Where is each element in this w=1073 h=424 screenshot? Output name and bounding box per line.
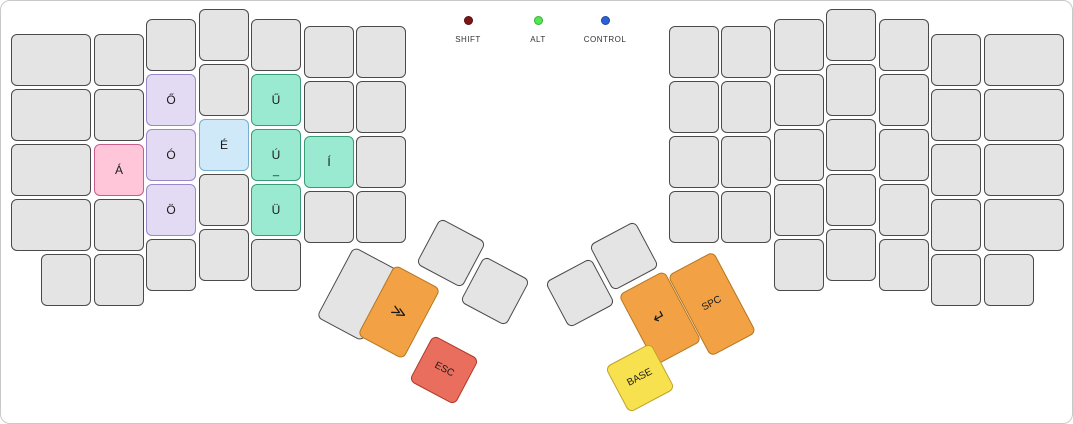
key-blank[interactable]: [356, 81, 406, 133]
key-blank[interactable]: [199, 229, 249, 281]
key-ú[interactable]: Ú_: [251, 129, 301, 181]
key-blank[interactable]: [774, 74, 824, 126]
key-blank[interactable]: [931, 89, 981, 141]
key-blank[interactable]: [879, 239, 929, 291]
key-blank[interactable]: [251, 19, 301, 71]
key-blank[interactable]: [199, 174, 249, 226]
key-blank[interactable]: [774, 19, 824, 71]
key-blank[interactable]: [356, 191, 406, 243]
key-blank[interactable]: [11, 89, 91, 141]
key-blank[interactable]: [826, 119, 876, 171]
key-label: ≫: [388, 300, 410, 324]
key-label: Í: [327, 155, 331, 169]
key-blank[interactable]: [94, 199, 144, 251]
key-blank[interactable]: [721, 191, 771, 243]
key-blank[interactable]: [251, 239, 301, 291]
key-label: Á: [114, 163, 123, 177]
key-label: Ő: [166, 93, 176, 107]
key-blank[interactable]: [879, 129, 929, 181]
key-ü[interactable]: Ü: [251, 184, 301, 236]
key-blank[interactable]: [199, 64, 249, 116]
key-blank[interactable]: [879, 74, 929, 126]
key-label: Ó: [166, 148, 176, 162]
legend-item-alt: ALT: [503, 16, 573, 44]
key-é[interactable]: É: [199, 119, 249, 171]
key-label: ESC: [432, 359, 456, 380]
key-blank[interactable]: [94, 34, 144, 86]
key-blank[interactable]: [774, 239, 824, 291]
key-blank[interactable]: [774, 184, 824, 236]
key-blank[interactable]: [721, 136, 771, 188]
key-blank[interactable]: [669, 136, 719, 188]
key-blank[interactable]: [669, 26, 719, 78]
key-blank[interactable]: [356, 26, 406, 78]
key-blank[interactable]: [826, 9, 876, 61]
key-blank[interactable]: [94, 254, 144, 306]
key-label: É: [219, 138, 228, 152]
key-blank[interactable]: [984, 199, 1064, 251]
key-blank[interactable]: [146, 239, 196, 291]
key-label: Ö: [166, 203, 176, 217]
key-blank[interactable]: [304, 26, 354, 78]
key-blank[interactable]: [931, 254, 981, 306]
key-blank[interactable]: [11, 199, 91, 251]
key-blank[interactable]: [304, 191, 354, 243]
shift-color-dot: [463, 16, 473, 25]
key-blank[interactable]: [669, 81, 719, 133]
key-blank[interactable]: [931, 199, 981, 251]
key-blank[interactable]: [94, 89, 144, 141]
key-ű[interactable]: Ű: [251, 74, 301, 126]
alt-color-dot: [533, 16, 543, 25]
key-blank[interactable]: [721, 26, 771, 78]
key-blank[interactable]: [669, 191, 719, 243]
legend-label-alt: ALT: [530, 35, 546, 44]
key-blank[interactable]: [984, 144, 1064, 196]
key-blank[interactable]: [11, 144, 91, 196]
key-blank[interactable]: [984, 254, 1034, 306]
key-ó[interactable]: Ó: [146, 129, 196, 181]
key-blank[interactable]: [11, 34, 91, 86]
key-label: ↵: [649, 306, 670, 329]
key-label: Ű: [271, 93, 281, 107]
legend: SHIFT ALT CONTROL: [1, 1, 1072, 61]
key-á[interactable]: Á: [94, 144, 144, 196]
key-ö[interactable]: Ö: [146, 184, 196, 236]
key-label: SPC: [700, 293, 724, 314]
key-label: Ü: [271, 203, 281, 217]
key-blank[interactable]: [931, 34, 981, 86]
key-blank[interactable]: [146, 19, 196, 71]
key-í[interactable]: Í: [304, 136, 354, 188]
key-label: Ú: [271, 148, 281, 162]
key-blank[interactable]: [721, 81, 771, 133]
key-blank[interactable]: [774, 129, 824, 181]
key-esc[interactable]: ESC: [408, 334, 480, 406]
key-blank[interactable]: [356, 136, 406, 188]
legend-label-control: CONTROL: [583, 35, 627, 44]
legend-label-shift: SHIFT: [455, 35, 481, 44]
key-blank[interactable]: [826, 174, 876, 226]
key-blank[interactable]: [199, 9, 249, 61]
key-blank[interactable]: [41, 254, 91, 306]
key-blank[interactable]: [984, 34, 1064, 86]
legend-item-shift: SHIFT: [433, 16, 503, 44]
key-label: BASE: [625, 366, 655, 389]
key-blank[interactable]: [879, 19, 929, 71]
key-sub-label: _: [272, 164, 280, 177]
key-blank[interactable]: [826, 229, 876, 281]
key-blank[interactable]: [826, 64, 876, 116]
key-blank[interactable]: [304, 81, 354, 133]
control-color-dot: [600, 16, 610, 25]
key-blank[interactable]: [931, 144, 981, 196]
key-blank[interactable]: [984, 89, 1064, 141]
key-blank[interactable]: [879, 184, 929, 236]
key-ő[interactable]: Ő: [146, 74, 196, 126]
legend-item-control: CONTROL: [570, 16, 640, 44]
